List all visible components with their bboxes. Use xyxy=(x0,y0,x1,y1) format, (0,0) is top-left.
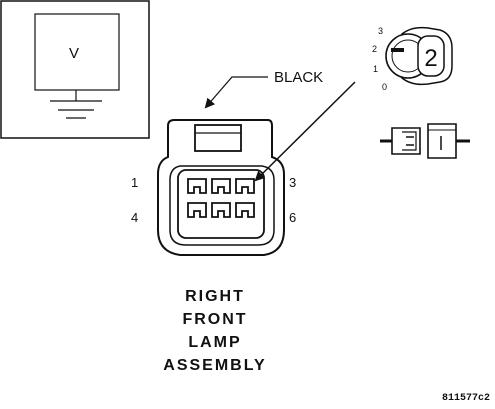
terminal-6 xyxy=(235,202,255,218)
black-callout: BLACK xyxy=(204,69,323,109)
key-selected-position: 2 xyxy=(424,45,437,72)
key-position-0: 0 xyxy=(382,82,387,92)
title-line-4: ASSEMBLY xyxy=(163,357,266,374)
black-leader-line xyxy=(204,76,268,109)
title-line-1: RIGHT xyxy=(185,288,245,305)
connector-face xyxy=(157,119,285,256)
terminal-5 xyxy=(211,202,231,218)
title-line-3: LAMP xyxy=(188,334,241,351)
ground-symbol-icon xyxy=(50,90,102,119)
title-line-2: FRONT xyxy=(182,311,247,328)
pin-label-1: 1 xyxy=(131,175,138,190)
key-position-2: 2 xyxy=(372,44,377,54)
black-callout-label: BLACK xyxy=(274,69,323,86)
figure-code: 811577c2 xyxy=(442,393,490,404)
terminal-2 xyxy=(211,178,231,194)
voltmeter-frame xyxy=(0,0,150,139)
terminal-4 xyxy=(187,202,207,218)
pin-label-4: 4 xyxy=(131,210,138,225)
probe-arrow xyxy=(254,81,356,182)
pin-label-3: 3 xyxy=(289,175,296,190)
ignition-key-icon: 2 3 2 1 0 xyxy=(372,26,453,92)
assembly-title: RIGHT FRONT LAMP ASSEMBLY xyxy=(163,288,266,374)
connector-cavity xyxy=(177,169,265,239)
terminal-3 xyxy=(235,178,255,194)
voltmeter-display xyxy=(34,13,120,91)
key-position-3: 3 xyxy=(378,26,383,36)
pin-label-6: 6 xyxy=(289,210,296,225)
connector-inner-shroud xyxy=(169,165,275,246)
connector-pair-icon xyxy=(380,123,470,159)
connector-latch-tab xyxy=(194,124,242,152)
voltmeter-label: V xyxy=(69,45,79,62)
voltmeter-panel: V xyxy=(0,0,150,139)
terminal-1 xyxy=(187,178,207,194)
key-position-1: 1 xyxy=(373,64,378,74)
